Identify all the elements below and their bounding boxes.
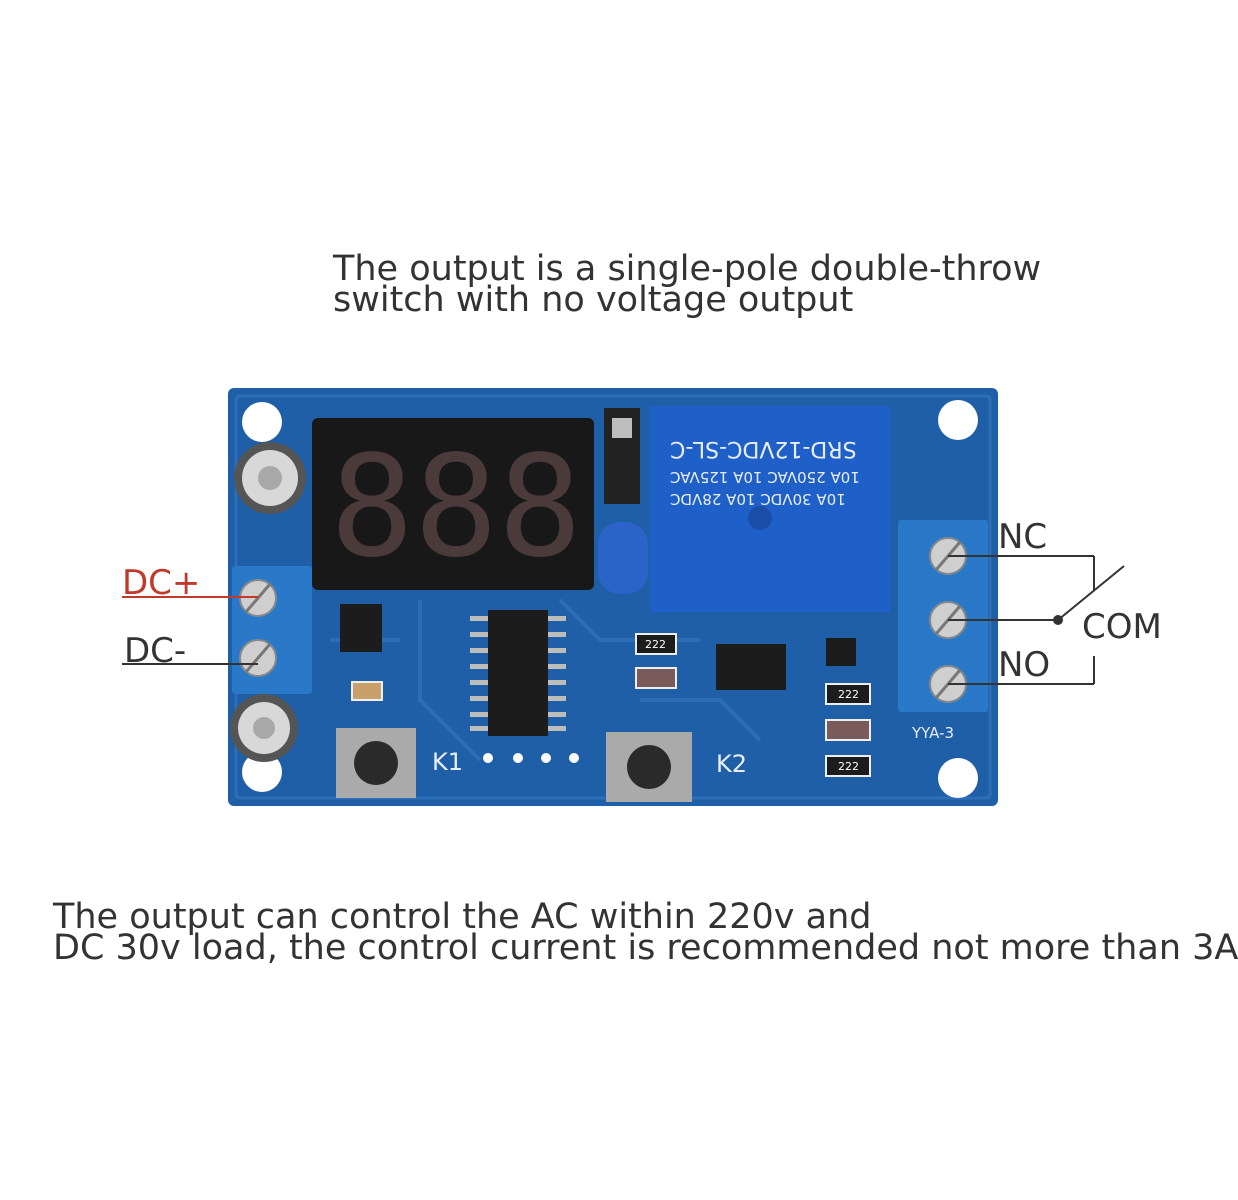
- ic-pins: [470, 616, 566, 731]
- led-1: [635, 667, 677, 689]
- relay: [650, 406, 890, 612]
- resistor-1: [635, 633, 677, 655]
- ic-chip: [488, 610, 548, 736]
- bottom-caption-line2: DC 30v load, the control current is reco…: [53, 928, 1238, 968]
- nc-label: NC: [998, 517, 1048, 557]
- button-k2-label: K2: [716, 750, 747, 778]
- hole-br: [938, 758, 978, 798]
- resistor-3: [825, 755, 871, 777]
- film-capacitor: [598, 522, 648, 594]
- dc-minus-label: DC-: [124, 631, 187, 671]
- hole-tl: [242, 402, 282, 442]
- header-pins: [483, 753, 579, 763]
- transistor: [826, 638, 856, 666]
- optocoupler: [716, 644, 786, 690]
- dc-plus-label: DC+: [122, 563, 201, 603]
- terminal-block-label: YYA-3: [911, 724, 954, 742]
- seven-segment-display: [312, 418, 594, 590]
- small-cap: [351, 681, 383, 701]
- mounting-holes: [242, 400, 978, 798]
- top-caption-line1: The output is a single-pole double-throw: [333, 249, 1042, 289]
- com-label: COM: [1082, 607, 1162, 647]
- relay-hole: [748, 506, 772, 530]
- bottom-caption-line1: The output can control the AC within 220…: [53, 897, 872, 937]
- hole-bl: [242, 752, 282, 792]
- capacitor-top: [234, 442, 306, 514]
- top-caption-line2: switch with no voltage output: [333, 280, 854, 320]
- display-digits: 888: [330, 426, 582, 589]
- bottom-caption: The output can control the AC within 220…: [53, 900, 1238, 966]
- button-k1-label: K1: [432, 748, 463, 776]
- button-k1: [336, 728, 416, 798]
- no-label: NO: [998, 645, 1051, 685]
- led-2: [825, 719, 871, 741]
- capacitor-bottom: [230, 694, 298, 762]
- wiring-lines: [122, 555, 1125, 685]
- relay-label-1: SRD-12VDC-SL-C: [670, 436, 857, 461]
- switch-arm: [1057, 565, 1125, 621]
- resistor-1-code: 222: [645, 638, 666, 651]
- top-caption: The output is a single-pole double-throw…: [333, 252, 1041, 318]
- resistor-2: [825, 683, 871, 705]
- relay-label-3: 10A 30VDC 10A 28VDC: [670, 490, 846, 508]
- resistor-2-code: 222: [838, 688, 859, 701]
- voltage-regulator: [340, 604, 382, 652]
- resistor-3-code: 222: [838, 760, 859, 773]
- relay-module-photo: 888 SRD-12VDC-SL-C 10A 250VAC 10A 125VAC…: [122, 388, 1125, 806]
- com-node: [1053, 615, 1063, 625]
- hole-tr: [938, 400, 978, 440]
- button-k2: [606, 732, 692, 802]
- relay-label-2: 10A 250VAC 10A 125VAC: [670, 468, 860, 486]
